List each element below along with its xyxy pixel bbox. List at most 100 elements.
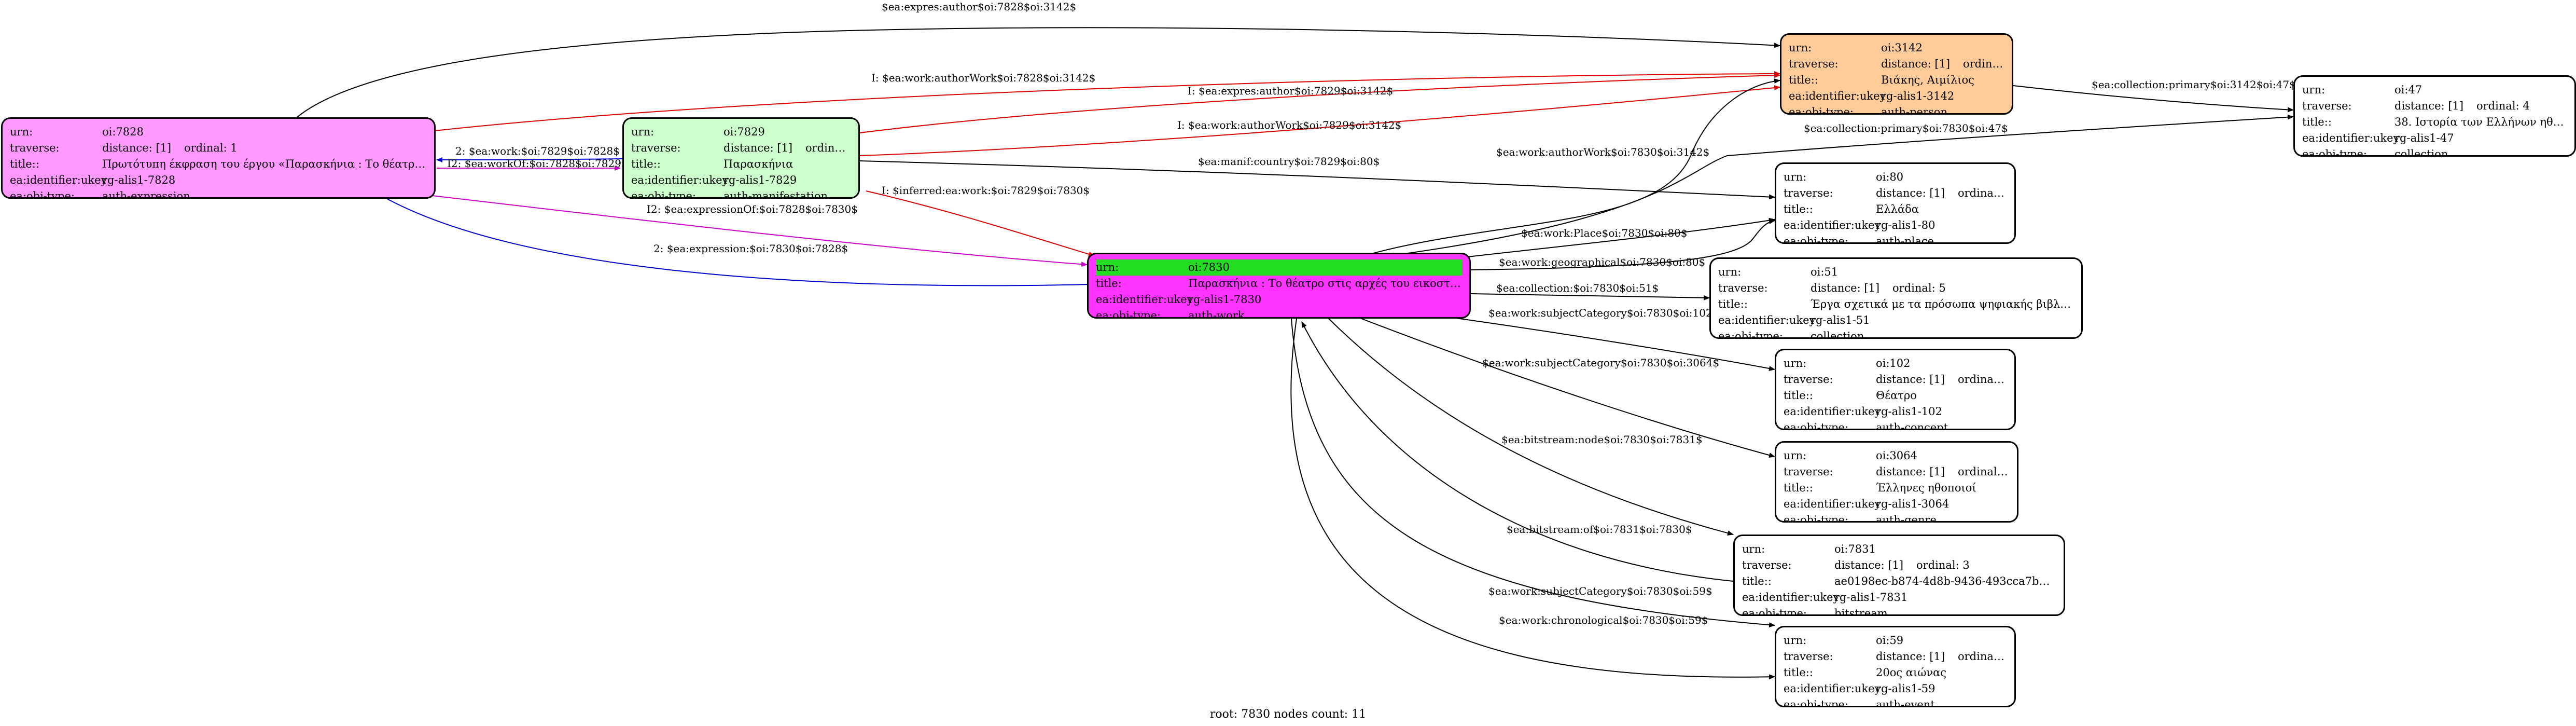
urn-key: urn:	[10, 126, 33, 138]
edge-20	[1291, 318, 1775, 628]
node-7831[interactable]: urn:oi:7831 traverse:distance: [1]ordina…	[1733, 535, 2065, 616]
ukey-value: rg-alis1-47	[2394, 132, 2454, 144]
ordinal-value: ordinal: 9	[1958, 373, 2007, 386]
type-value: bitstream	[1834, 607, 1888, 616]
type-key: ea:obj-type:	[631, 190, 696, 199]
edge-label-16: $ea:work:subjectCategory$oi:7830$oi:102$	[1488, 307, 1719, 319]
urn-value: oi:102	[1876, 357, 1911, 369]
ordinal-value: ordinal: 6	[1958, 187, 2007, 199]
edge-21	[1290, 318, 1775, 680]
distance-value: distance: [1]	[1876, 373, 1945, 386]
title-key: title::	[1718, 298, 1748, 310]
ukey-key: ea:identifier:ukey	[1784, 405, 1881, 418]
urn-value: oi:3064	[1876, 449, 1917, 462]
node-3064[interactable]: urn:oi:3064 traverse:distance: [1]ordina…	[1775, 441, 2018, 523]
type-key: ea:obj-type:	[1742, 607, 1807, 616]
type-value: auth-concept	[1876, 421, 1948, 430]
edge-4	[2013, 85, 2294, 113]
type-key: ea:obj-type:	[1784, 421, 1848, 430]
ukey-key: ea:identifier:ukey	[1784, 498, 1881, 510]
edge-label-7: I2: $ea:workOf:$oi:7828$oi:7829$	[447, 157, 628, 170]
edge-label-4: $ea:collection:primary$oi:3142$oi:47$	[2092, 78, 2296, 91]
type-key: ea:obj-type:	[1789, 106, 1854, 115]
distance-value: distance: [1]	[1881, 58, 1951, 70]
type-value: auth-expression	[102, 190, 190, 199]
urn-key: urn:	[1784, 357, 1807, 369]
node-3142[interactable]: urn: oi:3142 traverse: distance: [1] ordina…	[1780, 33, 2013, 115]
node-102[interactable]: urn: oi:102 traverse: distance: [1] ordinal…	[1775, 349, 2016, 430]
node-80[interactable]: urn:oi:80 traverse:distance: [1]ordinal:…	[1775, 162, 2016, 244]
traverse-key: traverse:	[1784, 373, 1833, 386]
edge-11	[383, 189, 1088, 267]
ukey-value: rg-alis1-7828	[102, 174, 176, 186]
urn-value: oi:7830	[1188, 261, 1230, 273]
title-key: title:	[1096, 277, 1122, 290]
urn-key: urn:	[2302, 84, 2326, 96]
edge-0	[295, 27, 1780, 119]
title-value: Ελλάδα	[1876, 203, 1919, 215]
edge-17	[1358, 317, 1775, 458]
ukey-value: rg-alis1-80	[1876, 219, 1936, 231]
edge-label-10: I: $inferred:ea:work:$oi:7829$oi:7830$	[882, 184, 1090, 197]
edge-14	[1470, 218, 1775, 270]
type-value: auth-work	[1188, 309, 1245, 319]
type-value: auth-event	[1876, 698, 1935, 707]
title-value: ae0198ec-b874-4d8b-9436-493cca7b2409.jpg	[1834, 575, 2056, 587]
edge-3	[859, 85, 1780, 156]
edge-label-9: $ea:work:authorWork$oi:7830$oi:3142$	[1496, 146, 1709, 158]
title-value: Βιάκης, Αιμίλιος	[1881, 74, 1974, 86]
distance-value: distance: [1]	[1834, 559, 1904, 571]
urn-key: urn:	[1784, 634, 1807, 647]
title-value: Έλληνες ηθοποιοί	[1876, 482, 1976, 494]
edge-label-20: $ea:work:subjectCategory$oi:7830$oi:59$	[1488, 585, 1712, 597]
title-value: Θέατρο	[1876, 389, 1917, 402]
ukey-key: ea:identifier:ukey	[1096, 293, 1193, 306]
distance-value: distance: [1]	[1876, 465, 1945, 478]
title-key: title::	[10, 158, 39, 170]
ukey-key: ea:identifier:ukey	[1742, 591, 1840, 604]
distance-value: distance: [1]	[1876, 187, 1945, 199]
footer-caption: root: 7830 nodes count: 11	[1209, 708, 1367, 721]
edge-label-1: I: $ea:work:authorWork$oi:7828$oi:3142$	[871, 72, 1095, 84]
node-47[interactable]: urn:oi:47 traverse:distance: [1]ordinal:…	[2293, 75, 2576, 157]
node-7828[interactable]: urn:oi:7828 traverse:distance: [1]ordina…	[1, 117, 436, 199]
urn-value: oi:47	[2394, 84, 2422, 96]
title-key: title::	[1784, 389, 1813, 402]
ukey-key: ea:identifier:ukey	[10, 174, 107, 186]
urn-key: urn:	[1742, 543, 1765, 555]
type-key: ea:obj-type:	[1718, 330, 1783, 339]
node-59[interactable]: urn:oi:59 traverse:distance: [1]ordinal:…	[1775, 626, 2016, 707]
type-value: collection	[1811, 330, 1864, 339]
type-value: auth-person	[1881, 106, 1947, 115]
urn-value: oi:3142	[1881, 42, 1923, 54]
node-51[interactable]: urn:oi:51 traverse:distance: [1]ordinal:…	[1709, 257, 2083, 339]
ukey-value: rg-alis1-102	[1876, 405, 1942, 418]
node-7830[interactable]: urn:oi:7830 title: Παρασκήνια : Το θέατρο…	[1087, 253, 1471, 319]
traverse-key: traverse:	[1789, 58, 1839, 70]
ukey-key: ea:identifier:ukey	[1784, 219, 1881, 231]
urn-key: urn:	[1789, 42, 1812, 54]
ukey-value: rg-alis1-7830	[1188, 293, 1262, 306]
ukey-value: rg-alis1-7831	[1834, 591, 1908, 604]
title-value: Παρασκήνια	[723, 158, 793, 170]
type-key: ea:obj-type:	[1784, 698, 1848, 707]
type-key: ea:obj-type:	[2302, 148, 2367, 157]
edge-9	[1369, 78, 1780, 255]
ordinal-value: ordinal: 1	[184, 142, 238, 154]
urn-value: oi:59	[1876, 634, 1904, 647]
ordinal-value: ordinal: 7	[1963, 58, 2004, 70]
edge-label-14: $ea:work:geographical$oi:7830$oi:80$	[1499, 256, 1705, 268]
title-value: Παρασκήνια : Το θέατρο στις αρχές του ει…	[1188, 277, 1462, 290]
ukey-value: rg-alis1-59	[1876, 682, 1936, 695]
title-value: Έργα σχετικά με τα πρόσωπα ψηφιακής βιβλ…	[1811, 298, 2074, 310]
node-7829[interactable]: urn:oi:7829 traverse:distance: [1]ordina…	[622, 117, 860, 199]
ukey-key: ea:identifier:ukey	[1789, 90, 1886, 102]
ukey-value: rg-alis1-3064	[1876, 498, 1950, 510]
type-value: auth-manifestation	[723, 190, 828, 199]
ordinal-value: ordinal: 5	[1892, 282, 1946, 294]
title-key: title::	[1784, 203, 1813, 215]
edge-label-8: $ea:manif:country$oi:7829$oi:80$	[1198, 155, 1380, 168]
ukey-value: rg-alis1-51	[1811, 314, 1870, 326]
root-highlight-row: urn:oi:7830	[1096, 259, 1462, 276]
